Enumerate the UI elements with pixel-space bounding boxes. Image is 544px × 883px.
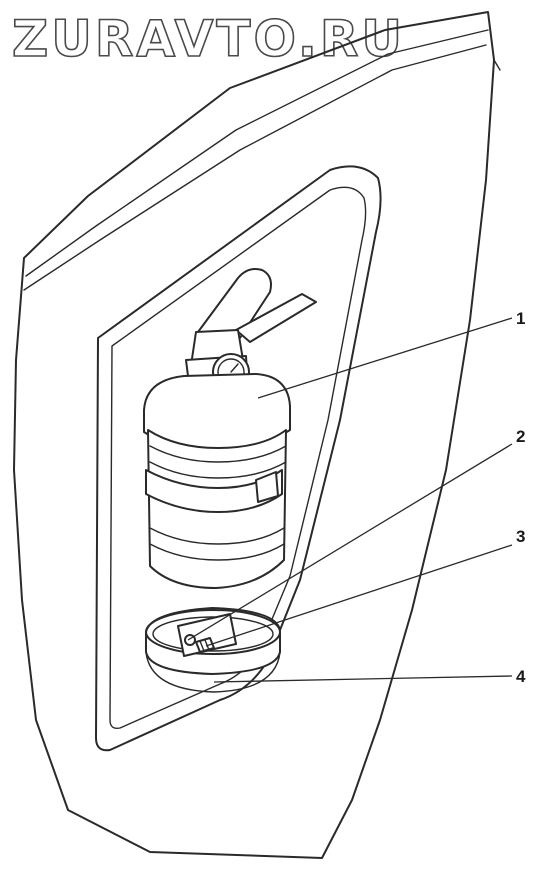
strap-buckle: [255, 471, 279, 503]
leader-lines: [187, 317, 513, 683]
niche-inner-frame: [109, 186, 367, 730]
callout-4: 4: [516, 667, 526, 686]
mounting-strap: [145, 469, 283, 513]
door-edge-right: [493, 59, 501, 71]
callout-1: 1: [516, 309, 525, 328]
leader-line-1: [257, 317, 513, 399]
cup-bracket-plate: [177, 613, 237, 657]
door-panel: [13, 11, 501, 859]
callout-3: 3: [516, 527, 525, 546]
fire-extinguisher: [143, 268, 317, 589]
leader-line-3: [205, 544, 513, 647]
extinguisher-lever-bar: [235, 293, 317, 343]
callout-2: 2: [516, 427, 525, 446]
door-trim-line-upper: [23, 44, 487, 291]
leader-line-2: [187, 443, 513, 641]
extinguisher-handle: [197, 268, 272, 345]
leader-line-4: [213, 675, 513, 683]
door-outer-edge: [13, 11, 495, 859]
watermark-text: ZURAVTO.RU: [12, 10, 405, 68]
callout-labels: 1 2 3 4: [516, 309, 526, 686]
door-trim-line-inner: [25, 29, 489, 277]
mounting-cup: [145, 607, 281, 693]
